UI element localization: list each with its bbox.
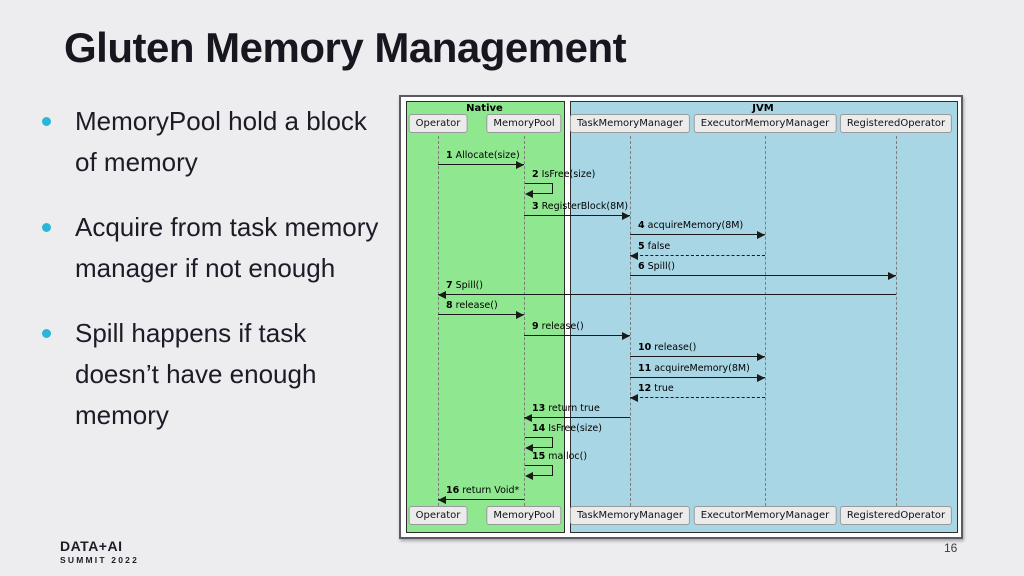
self-message-line	[532, 193, 552, 194]
arrowhead-right-icon	[622, 332, 630, 340]
logo-subtext: SUMMIT 2022	[60, 555, 139, 565]
bullet-list: MemoryPool hold a block of memory Acquir…	[40, 101, 400, 460]
jvm-frame-header: JVM	[752, 103, 774, 114]
arrowhead-right-icon	[757, 353, 765, 361]
bullet-item: MemoryPool hold a block of memory	[40, 101, 400, 183]
actor-box-memory-pool: MemoryPool	[486, 114, 562, 133]
arrowhead-left-icon	[438, 291, 446, 299]
self-message-line	[532, 447, 552, 448]
message-line	[524, 215, 630, 216]
logo-text: DATA+AI	[60, 538, 123, 554]
page-number: 16	[944, 541, 958, 555]
self-message-line	[552, 183, 553, 194]
arrowhead-left-icon	[524, 414, 532, 422]
arrowhead-right-icon	[757, 231, 765, 239]
lifeline-operator	[438, 136, 439, 506]
self-message-line	[552, 465, 553, 476]
arrowhead-left-icon	[525, 472, 533, 480]
message-line	[630, 234, 765, 235]
lifeline-executor-memory-manager	[765, 136, 766, 506]
bullet-dot-icon	[42, 329, 51, 338]
actor-box-registered-operator: RegisteredOperator	[839, 114, 953, 133]
arrowhead-right-icon	[888, 272, 896, 280]
self-message-line	[532, 475, 552, 476]
actor-box-registered-operator: RegisteredOperator	[839, 506, 953, 525]
message-line	[630, 275, 896, 276]
bullet-text: MemoryPool hold a block of memory	[75, 106, 367, 177]
actor-box-operator: Operator	[408, 506, 468, 525]
message-line	[438, 294, 896, 295]
message-line	[524, 335, 630, 336]
arrowhead-left-icon	[630, 394, 638, 402]
arrowhead-left-icon	[630, 252, 638, 260]
lifeline-memory-pool	[524, 136, 525, 506]
jvm-frame	[570, 101, 958, 533]
page-title: Gluten Memory Management	[64, 24, 627, 71]
arrowhead-right-icon	[757, 374, 765, 382]
native-frame	[406, 101, 565, 533]
arrowhead-left-icon	[438, 496, 446, 504]
dataai-summit-logo: DATA+AI SUMMIT 2022	[60, 538, 139, 565]
actor-box-task-memory-manager: TaskMemoryManager	[569, 506, 691, 525]
bullet-dot-icon	[42, 117, 51, 126]
message-line	[630, 397, 765, 398]
message-line	[630, 255, 765, 256]
bullet-text: Acquire from task memory manager if not …	[75, 212, 379, 283]
message-line	[438, 314, 524, 315]
arrowhead-right-icon	[516, 311, 524, 319]
native-frame-header: Native	[466, 103, 503, 114]
lifeline-task-memory-manager	[630, 136, 631, 506]
actor-box-memory-pool: MemoryPool	[486, 506, 562, 525]
arrowhead-right-icon	[516, 161, 524, 169]
actor-box-task-memory-manager: TaskMemoryManager	[569, 114, 691, 133]
bullet-item: Acquire from task memory manager if not …	[40, 207, 400, 289]
bullet-item: Spill happens if task doesn’t have enoug…	[40, 313, 400, 436]
self-message-line	[525, 183, 552, 184]
self-message-line	[552, 437, 553, 448]
message-line	[438, 164, 524, 165]
arrowhead-left-icon	[525, 444, 533, 452]
actor-box-operator: Operator	[408, 114, 468, 133]
message-line	[524, 417, 630, 418]
message-line	[438, 499, 524, 500]
message-line	[630, 377, 765, 378]
bullet-dot-icon	[42, 223, 51, 232]
actor-box-executor-memory-manager: ExecutorMemoryManager	[693, 506, 837, 525]
arrowhead-right-icon	[622, 212, 630, 220]
arrowhead-left-icon	[525, 190, 533, 198]
bullet-text: Spill happens if task doesn’t have enoug…	[75, 318, 317, 430]
self-message-line	[525, 465, 552, 466]
lifeline-registered-operator	[896, 136, 897, 506]
message-line	[630, 356, 765, 357]
self-message-line	[525, 437, 552, 438]
actor-box-executor-memory-manager: ExecutorMemoryManager	[693, 114, 837, 133]
